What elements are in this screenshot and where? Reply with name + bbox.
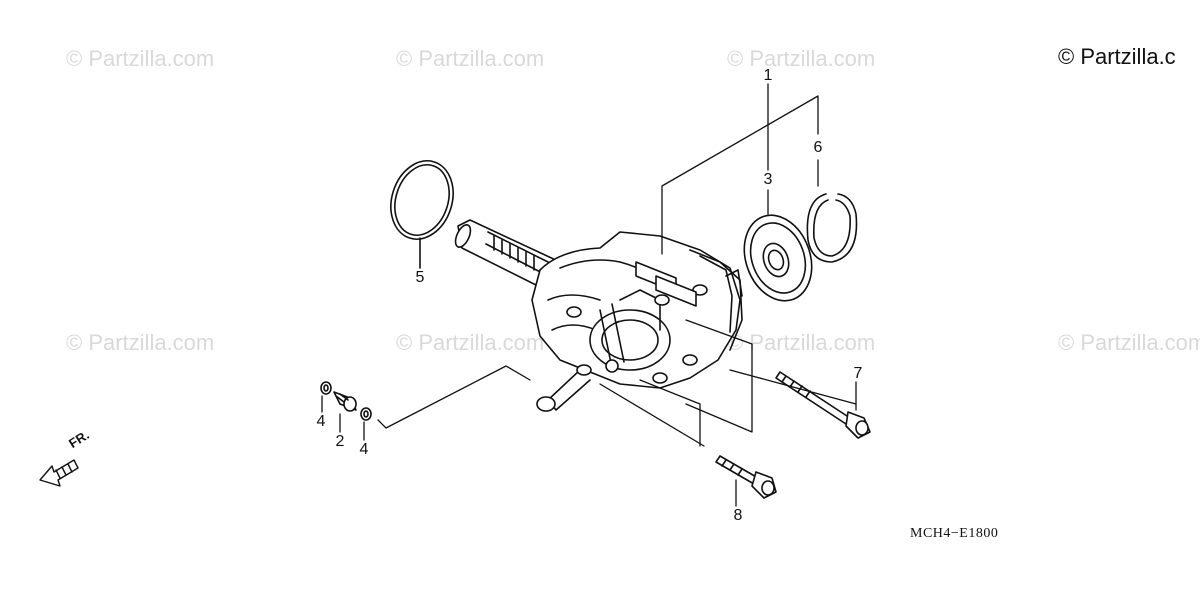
- callout-6: 6: [813, 139, 823, 156]
- watermark: © Partzilla.com: [727, 46, 876, 71]
- bolt-part-7: [775, 371, 871, 439]
- callout-7: 7: [853, 365, 863, 382]
- watermark: © Partzilla.com: [66, 46, 215, 71]
- callout-4b: 4: [359, 441, 369, 458]
- o-ring-part-5: [390, 160, 454, 240]
- washer-part-4b: [360, 407, 372, 421]
- callout-3: 3: [763, 171, 773, 188]
- watermark: © Partzilla.com: [66, 330, 215, 355]
- leader-lines: [321, 83, 857, 507]
- watermark: © Partzilla.com: [396, 46, 545, 71]
- callout-4a: 4: [316, 413, 326, 430]
- watermark-corner: © Partzilla.c: [1058, 44, 1176, 69]
- fitting-part-2: [333, 391, 357, 412]
- output-shaft: [454, 219, 561, 291]
- front-direction-icon: [39, 459, 79, 487]
- gear-case-assembly: [531, 231, 743, 412]
- watermark: © Partzilla.com: [1058, 330, 1200, 355]
- bearing-part-3: [743, 214, 813, 302]
- callout-5: 5: [415, 269, 425, 286]
- circlip-part-6: [806, 193, 858, 263]
- watermark: © Partzilla.com: [396, 330, 545, 355]
- diagram-code: MCH4−E1800: [910, 526, 999, 541]
- callout-2: 2: [335, 433, 345, 450]
- callout-8: 8: [733, 507, 743, 524]
- callout-1: 1: [763, 67, 773, 84]
- washer-part-4a: [320, 381, 332, 395]
- bolt-part-8: [715, 455, 777, 499]
